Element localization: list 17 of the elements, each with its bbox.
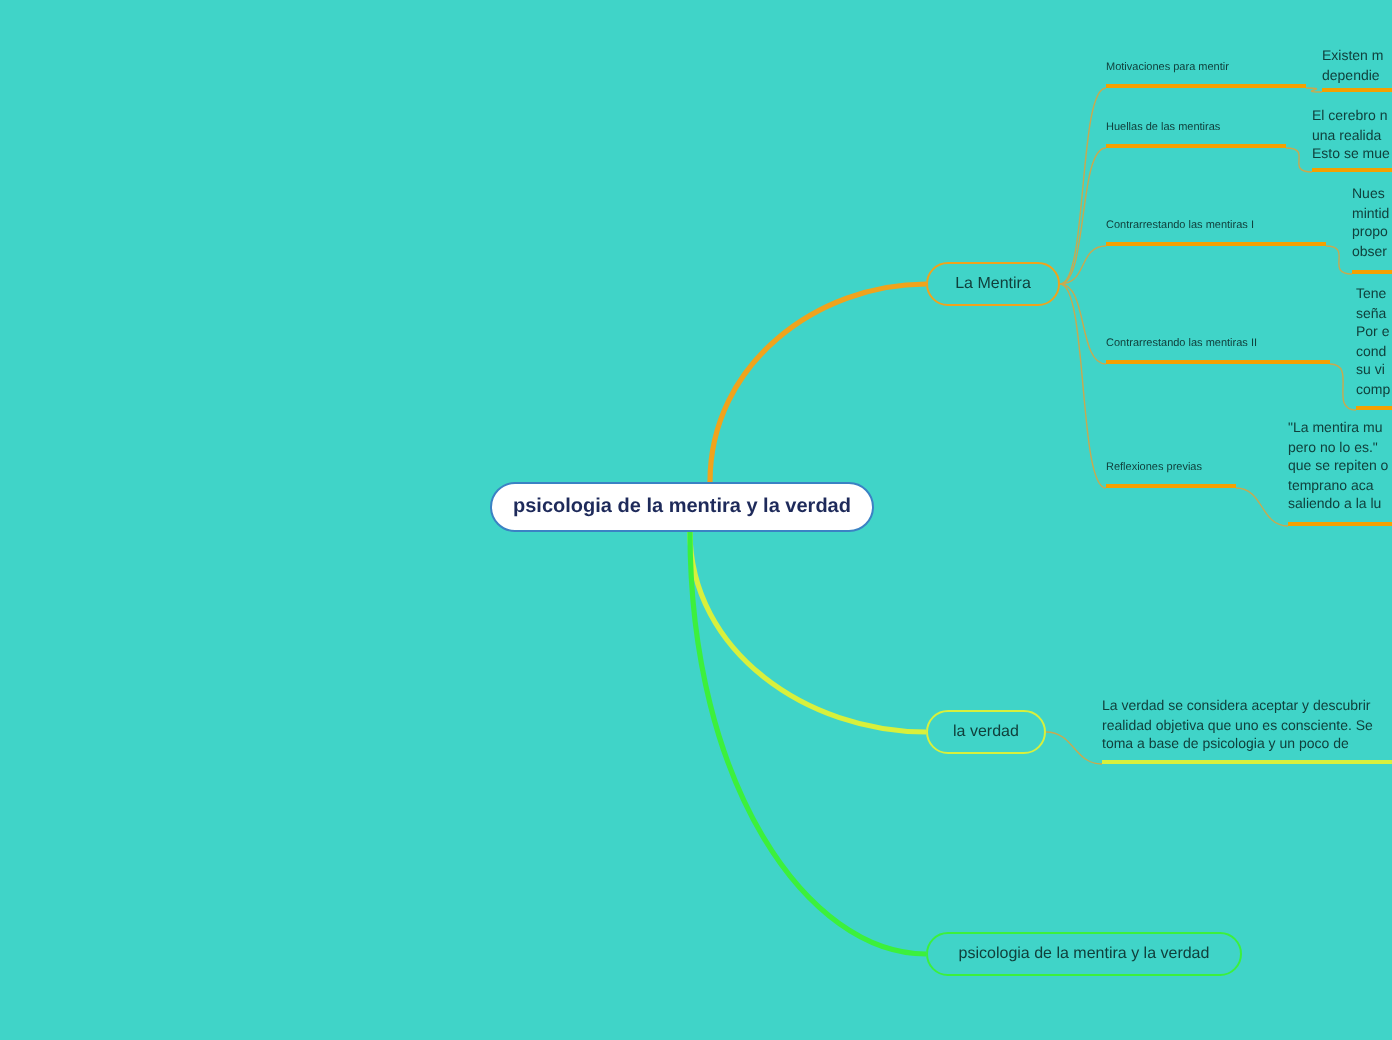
topic-pill: La Mentira (926, 262, 1060, 306)
connector-line (1059, 147, 1107, 285)
connector-line (1235, 487, 1289, 527)
connector-line (1059, 87, 1107, 285)
connector-line (1325, 245, 1353, 275)
central-topic: psicologia de la mentira y la verdad (490, 482, 874, 532)
connector-line (1045, 731, 1103, 765)
connector-line (1059, 283, 1107, 489)
connector-line (1059, 245, 1107, 285)
connector-line (1329, 363, 1357, 411)
connector-line (707, 281, 927, 483)
topic-pill: la verdad (926, 710, 1046, 754)
connector-line (1059, 283, 1107, 365)
connector-line (1285, 147, 1313, 173)
connector-line (1305, 87, 1323, 93)
connector-line (687, 531, 927, 957)
topic-pill: psicologia de la mentira y la verdad (926, 932, 1242, 976)
